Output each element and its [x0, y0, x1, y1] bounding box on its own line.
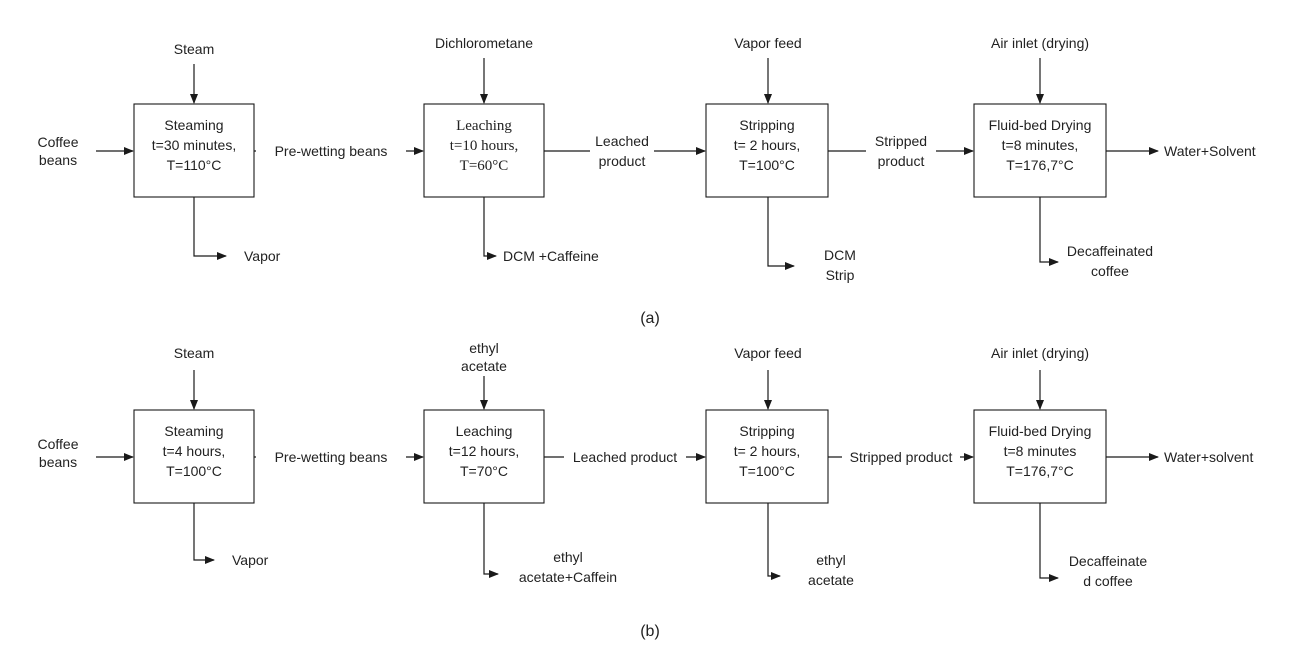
b-unit2-time: t=12 hours, — [449, 443, 519, 459]
a-stream3-label-line2: product — [878, 153, 925, 169]
a-stream1-label-bg — [256, 141, 406, 161]
b-input-air: Air inlet (drying) — [991, 345, 1089, 361]
a-input-coffee-line1: Coffee — [38, 134, 79, 150]
a-unit3-time: t= 2 hours, — [734, 137, 801, 153]
a-out4-label-line2: coffee — [1091, 263, 1129, 279]
b-unit4-time: t=8 minutes — [1004, 443, 1077, 459]
a-unit2-time: t=10 hours, — [450, 138, 518, 154]
a-out1-label: Vapor — [244, 248, 281, 264]
a-stream2-label-line1: Leached — [595, 133, 649, 149]
a-input-air: Air inlet (drying) — [991, 35, 1089, 51]
a-caption: (a) — [640, 310, 660, 327]
b-stream1-label-bg — [256, 447, 406, 467]
a-unit-steaming — [133, 103, 255, 198]
b-out4-label-line2: d coffee — [1083, 573, 1133, 589]
a-stream2-label-bg — [590, 133, 654, 171]
b-out1-label: Vapor — [232, 552, 269, 568]
b-unit4-title: Fluid-bed Drying — [989, 423, 1092, 439]
b-unit-stripping — [705, 409, 829, 504]
a-out3-label-line1: DCM — [824, 247, 856, 263]
b-out3-label-line1: ethyl — [816, 552, 846, 568]
b-out4-label-line1: Decaffeinate — [1069, 553, 1148, 569]
a-unit3-temp: T=100°C — [739, 157, 795, 173]
a-out2-arrow — [483, 197, 497, 260]
a-input-coffee-line2: beans — [39, 152, 77, 168]
a-unit1-temp: T=110°C — [167, 157, 222, 173]
a-unit3-title: Stripping — [739, 117, 794, 133]
a-out2-label: DCM +Caffeine — [503, 248, 599, 264]
a-stream1-label: Pre-wetting beans — [275, 143, 388, 159]
b-caption: (b) — [640, 623, 660, 640]
b-input-steam: Steam — [174, 345, 214, 361]
b-stream3-label-bg — [842, 447, 960, 467]
b-unit3-title: Stripping — [739, 423, 794, 439]
a-unit-stripping — [705, 103, 829, 198]
b-input-solvent-line2: acetate — [461, 358, 507, 374]
a-unit2-title: Leaching — [456, 118, 512, 134]
b-out3-label-line2: acetate — [808, 572, 854, 588]
b-input-vapor-feed: Vapor feed — [734, 345, 801, 361]
a-stream3-label-line1: Stripped — [875, 133, 927, 149]
a-unit1-title: Steaming — [164, 117, 223, 133]
a-out4-label-line1: Decaffeinated — [1067, 243, 1153, 259]
b-input-coffee-line1: Coffee — [38, 436, 79, 452]
a-unit4-temp: T=176,7°C — [1006, 157, 1073, 173]
b-stream1-label: Pre-wetting beans — [275, 449, 388, 465]
b-out2-label-line2: acetate+Caffein — [519, 569, 617, 585]
b-unit1-title: Steaming — [164, 423, 223, 439]
b-stream2-label: Leached product — [573, 449, 677, 465]
a-stream2-label-line2: product — [599, 153, 646, 169]
a-unit4-time: t=8 minutes, — [1002, 137, 1079, 153]
a-out3-label-line2: Strip — [826, 267, 855, 283]
a-unit2-temp: T=60°C — [460, 158, 509, 174]
b-unit4-temp: T=176,7°C — [1006, 463, 1073, 479]
b-unit2-title: Leaching — [456, 423, 513, 439]
a-out4-arrow — [1039, 197, 1059, 266]
b-unit2-temp: T=70°C — [460, 463, 508, 479]
b-stream2-label-bg — [564, 447, 686, 467]
a-input-steam: Steam — [174, 41, 214, 57]
a-input-vapor-feed: Vapor feed — [734, 35, 801, 51]
a-unit4-title: Fluid-bed Drying — [989, 117, 1092, 133]
b-out2-arrow — [483, 503, 499, 578]
b-unit3-temp: T=100°C — [739, 463, 795, 479]
b-out1-arrow — [193, 503, 215, 564]
diagram-a: Coffee beans Steam Dichlorometane Vapor … — [38, 35, 1256, 327]
b-unit1-time: t=4 hours, — [163, 443, 226, 459]
b-unit3-time: t= 2 hours, — [734, 443, 801, 459]
a-unit1-time: t=30 minutes, — [152, 137, 236, 153]
a-input-solvent: Dichlorometane — [435, 35, 533, 51]
a-final-output: Water+Solvent — [1164, 143, 1256, 159]
b-unit-steaming — [133, 409, 255, 504]
b-unit-leaching — [423, 409, 545, 504]
a-out3-arrow — [767, 197, 795, 270]
b-out4-arrow — [1039, 503, 1059, 582]
b-input-solvent-line1: ethyl — [469, 340, 499, 356]
a-stream3-label-bg — [866, 133, 936, 171]
a-unit-drying — [973, 103, 1107, 198]
b-out2-label-line1: ethyl — [553, 549, 583, 565]
b-out3-arrow — [767, 503, 781, 580]
b-stream3-label: Stripped product — [850, 449, 953, 465]
diagram-b: Coffee beans Steam ethyl acetate Vapor f… — [38, 340, 1254, 640]
a-out1-arrow — [193, 197, 227, 260]
b-input-coffee-line2: beans — [39, 454, 77, 470]
b-final-output: Water+solvent — [1164, 449, 1253, 465]
b-unit-drying — [973, 409, 1107, 504]
b-unit1-temp: T=100°C — [166, 463, 222, 479]
